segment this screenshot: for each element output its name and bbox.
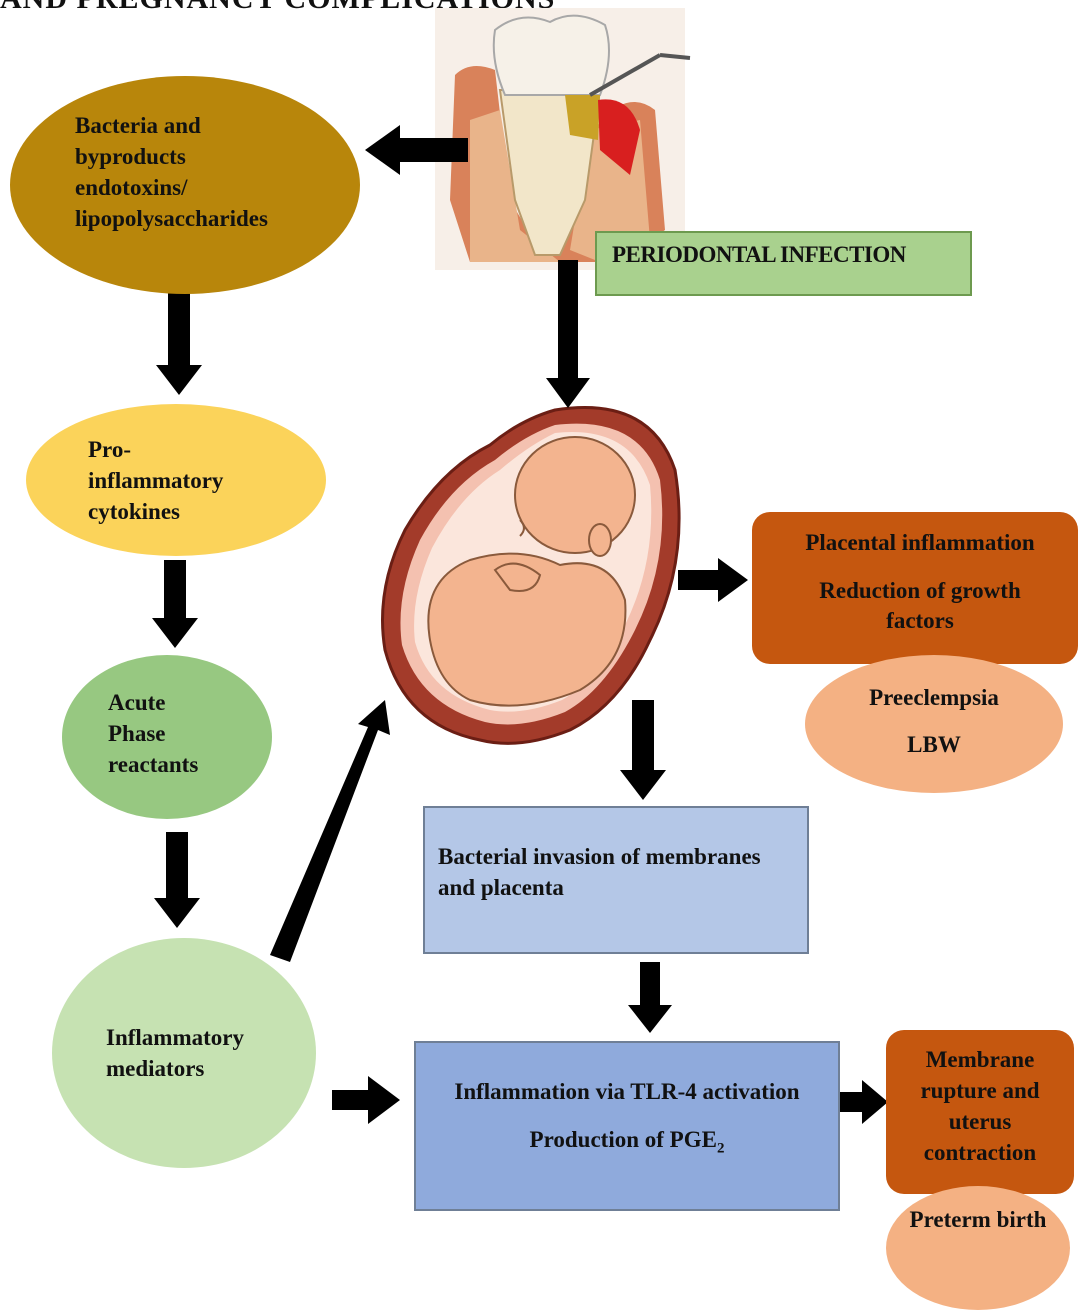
node-inflammatory-mediators-label: Inflammatory mediators bbox=[106, 1022, 276, 1084]
node-cytokines-label: Pro- inflammatory cytokines bbox=[88, 434, 258, 527]
node-periodontal-infection-label: PERIODONTAL INFECTION bbox=[612, 240, 906, 270]
arrow-mediators-to-tlr bbox=[332, 1076, 400, 1124]
arrow-mediators-to-fetus bbox=[270, 700, 390, 962]
node-tlr4-line2: Production of PGE2 bbox=[414, 1125, 840, 1164]
node-acute-phase-label: Acute Phase reactants bbox=[108, 687, 228, 780]
node-tlr4-line1: Inflammation via TLR-4 activation bbox=[414, 1077, 840, 1107]
fetus-illustration bbox=[383, 408, 680, 744]
arrow-fetus-to-invasion bbox=[620, 700, 666, 800]
node-tlr4-line2-subscript: 2 bbox=[717, 1141, 725, 1157]
arrow-cytokines-to-acute bbox=[152, 560, 198, 648]
arrow-acute-to-mediators bbox=[154, 832, 200, 928]
arrow-bacteria-to-cytokines bbox=[156, 292, 202, 395]
arrow-tlr-to-membrane bbox=[838, 1080, 888, 1124]
node-preeclampsia-line2: LBW bbox=[805, 730, 1063, 760]
node-bacterial-invasion-label: Bacterial invasion of membranes and plac… bbox=[438, 841, 798, 903]
node-preeclampsia bbox=[805, 655, 1063, 793]
node-preterm-birth-label: Preterm birth bbox=[906, 1204, 1050, 1235]
node-tlr4-line2-text: Production of PGE bbox=[530, 1127, 717, 1152]
arrow-periodontal-to-fetus bbox=[546, 260, 590, 408]
node-placental-line1: Placental inflammation bbox=[762, 528, 1078, 558]
node-placental-line2: Reduction of growth factors bbox=[802, 576, 1038, 636]
node-membrane-rupture-label: Membrane rupture and uterus contraction bbox=[898, 1044, 1062, 1168]
node-preeclampsia-line1: Preeclempsia bbox=[805, 683, 1063, 713]
arrow-fetus-to-placental bbox=[678, 558, 748, 602]
node-bacteria-label: Bacteria and byproducts endotoxins/ lipo… bbox=[75, 110, 300, 234]
arrow-invasion-to-tlr bbox=[628, 962, 672, 1033]
